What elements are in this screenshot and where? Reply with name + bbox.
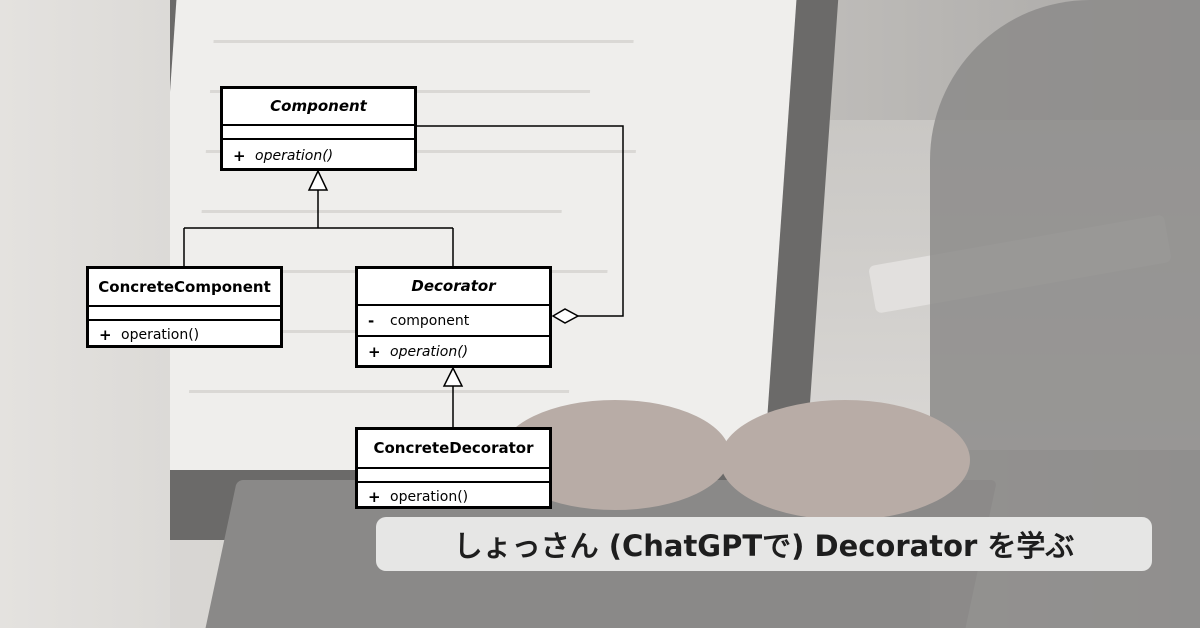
class-name: Decorator <box>358 269 549 306</box>
operations-compartment: + operation() <box>358 483 549 510</box>
visibility-marker: + <box>233 146 246 165</box>
attributes-compartment: - component <box>358 306 549 337</box>
operations-compartment: + operation() <box>223 140 414 171</box>
attribute-label: component <box>390 312 470 329</box>
aggregation-diamond <box>551 308 580 324</box>
class-name: ConcreteDecorator <box>358 430 549 469</box>
class-decorator: Decorator - component + operation() <box>355 266 552 368</box>
operation-label: operation() <box>255 147 334 164</box>
title-banner: しょっさん (ChatGPTで) Decorator を学ぶ <box>376 517 1152 571</box>
visibility-marker: + <box>368 487 381 506</box>
attributes-compartment <box>223 126 414 140</box>
inheritance-arrowhead-decorator <box>442 366 464 387</box>
class-component: Component + operation() <box>220 86 417 171</box>
operation-label: operation() <box>390 488 469 505</box>
visibility-marker: + <box>368 343 381 361</box>
operations-compartment: + operation() <box>358 337 549 367</box>
operations-compartment: + operation() <box>89 321 280 348</box>
class-concrete-decorator: ConcreteDecorator + operation() <box>355 427 552 509</box>
attributes-compartment <box>358 469 549 483</box>
class-name: Component <box>223 89 414 126</box>
attributes-compartment <box>89 307 280 321</box>
class-concrete-component: ConcreteComponent + operation() <box>86 266 283 348</box>
inheritance-arrowhead-component <box>307 169 329 191</box>
visibility-marker: - <box>368 311 375 330</box>
operation-label: operation() <box>390 344 469 360</box>
title-text: しょっさん (ChatGPTで) Decorator を学ぶ <box>453 529 1075 563</box>
operation-label: operation() <box>121 326 200 343</box>
class-name: ConcreteComponent <box>89 269 280 307</box>
visibility-marker: + <box>99 325 112 344</box>
aggregation-line <box>417 125 624 317</box>
